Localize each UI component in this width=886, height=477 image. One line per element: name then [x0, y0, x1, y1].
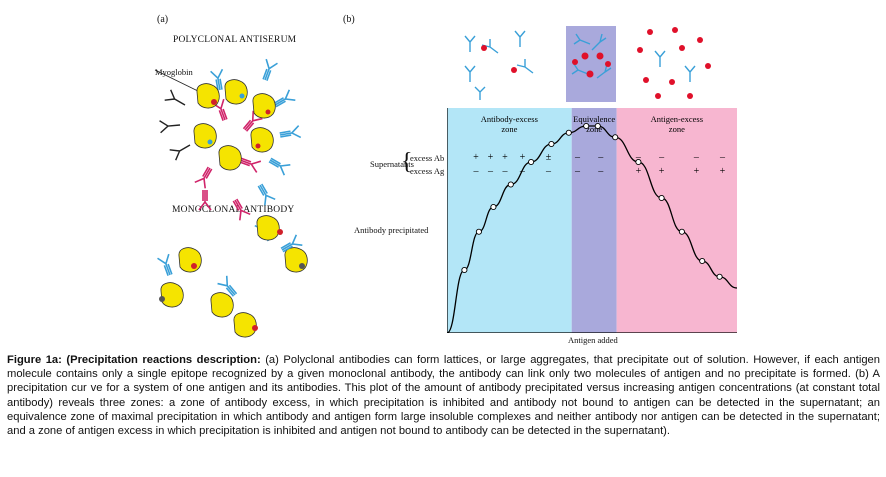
data-point-11 [658, 194, 665, 202]
monoclonal-title: MONOCLONAL ANTIBODY [172, 205, 295, 215]
monoclonal-complexes [156, 215, 308, 338]
figure-caption: Figure 1a: (Precipitation reactions desc… [7, 353, 880, 438]
data-point-6 [565, 129, 572, 136]
sign-ag-10: + [720, 166, 726, 177]
zone-band-1 [571, 108, 617, 333]
complex-icons [464, 26, 711, 102]
precipitation-chart: Antibody-excesszoneEquivalencezoneAntige… [447, 108, 737, 333]
zone-sublabel-1: zone [586, 124, 602, 134]
excess-ab-label: excess Ab [410, 153, 445, 163]
data-point-14 [716, 273, 723, 280]
data-point-9 [612, 134, 619, 141]
supernatants-label: Supernatants [370, 159, 414, 169]
sign-ag-8: + [659, 166, 665, 177]
sign-ag-9: + [694, 166, 700, 177]
data-point-2 [490, 203, 497, 211]
sign-ab-9: – [693, 152, 700, 163]
caption-bold: Figure 1a: (Precipitation reactions desc… [7, 354, 261, 366]
excess-ag-label: excess Ag [410, 166, 445, 176]
data-point-7 [583, 122, 590, 130]
sign-ab-5: – [574, 152, 581, 163]
y-axis-label: Antibody precipitated [354, 225, 429, 235]
sign-ag-6: – [597, 166, 604, 177]
sign-ag-7: + [636, 166, 642, 177]
data-point-13 [699, 257, 706, 265]
zone-band-2 [616, 108, 737, 333]
sign-ag-5: – [574, 166, 581, 177]
zone-sublabel-0: zone [501, 124, 517, 134]
antibody-illustration [154, 58, 308, 338]
sign-ab-8: – [658, 152, 665, 163]
data-point-12 [678, 228, 685, 235]
sign-ab-6: – [597, 152, 604, 163]
zone-label-0: Antibody-excess [481, 114, 538, 124]
caption-text: (a) Polyclonal antibodies can form latti… [7, 354, 880, 438]
zone-sublabel-2: zone [669, 124, 685, 134]
sign-ag-0: – [473, 166, 480, 177]
sign-ab-2: + [502, 152, 508, 163]
polyclonal-title: POLYCLONAL ANTISERUM [173, 35, 297, 45]
sign-ab-7: – [635, 152, 642, 163]
zone-label-2: Antigen-excess [651, 114, 703, 124]
polyclonal-lattice [154, 58, 302, 222]
sign-ab-0: + [473, 152, 479, 163]
data-point-5 [548, 140, 555, 148]
sign-ag-4: – [545, 166, 552, 177]
sign-ag-1: – [487, 166, 494, 177]
x-axis-label: Antigen added [568, 335, 618, 345]
data-point-0 [461, 266, 468, 274]
panel-a-label: (a) [157, 14, 169, 25]
data-point-1 [475, 228, 482, 235]
supernatants-brace: { [401, 149, 413, 175]
zone-label-1: Equivalence [573, 114, 615, 124]
sign-ab-4: ± [546, 152, 552, 163]
panel-b-label: (b) [343, 14, 355, 25]
sign-ag-2: – [502, 166, 509, 177]
sign-ab-10: – [719, 152, 726, 163]
data-point-10 [635, 158, 642, 166]
myoglobin-label: Myoglobin [155, 67, 193, 77]
sign-ab-1: + [488, 152, 494, 163]
data-point-8 [594, 122, 601, 130]
sign-ab-3: + [520, 152, 526, 163]
data-point-4 [528, 158, 535, 166]
data-point-3 [507, 181, 514, 188]
